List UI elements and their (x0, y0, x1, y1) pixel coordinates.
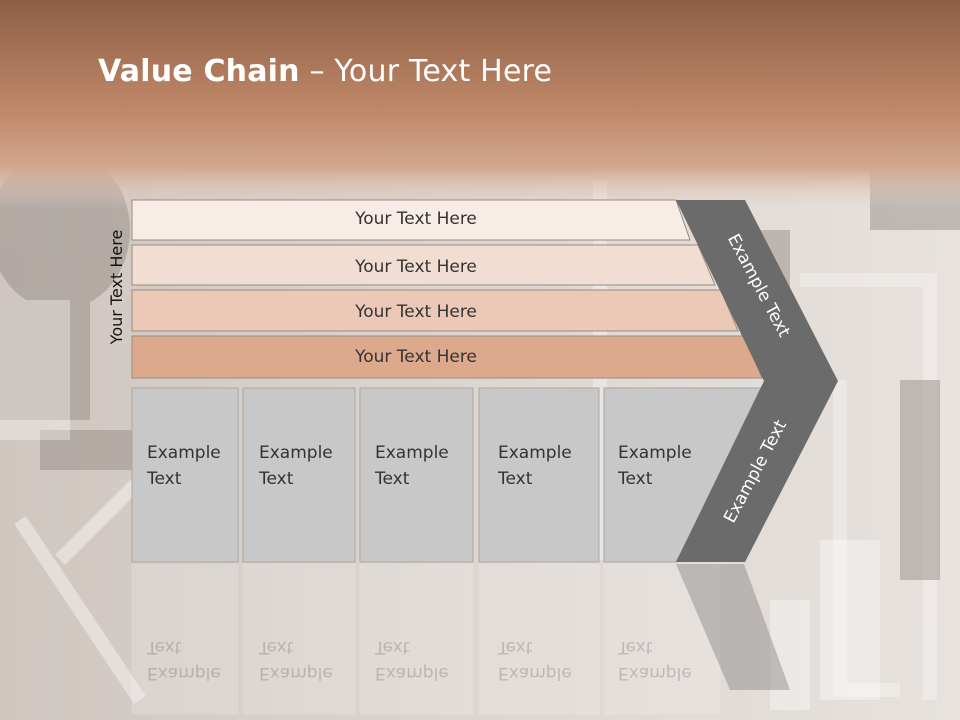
value-row-2 (131, 244, 716, 286)
chevron-arrow (676, 200, 838, 562)
row-2-label: Your Text Here (355, 257, 477, 277)
value-row-1 (131, 199, 691, 241)
slide-title: Value Chain – Your Text Here (98, 54, 553, 89)
value-column-2 (242, 387, 356, 563)
value-column-1 (131, 387, 239, 563)
row-1-label: Your Text Here (355, 209, 477, 229)
value-row-4 (131, 335, 763, 379)
value-column-4 (478, 387, 600, 563)
row-4-label: Your Text Here (355, 347, 477, 367)
value-row-3 (131, 289, 739, 332)
value-column-3 (359, 387, 474, 563)
row-3-label: Your Text Here (355, 302, 477, 322)
